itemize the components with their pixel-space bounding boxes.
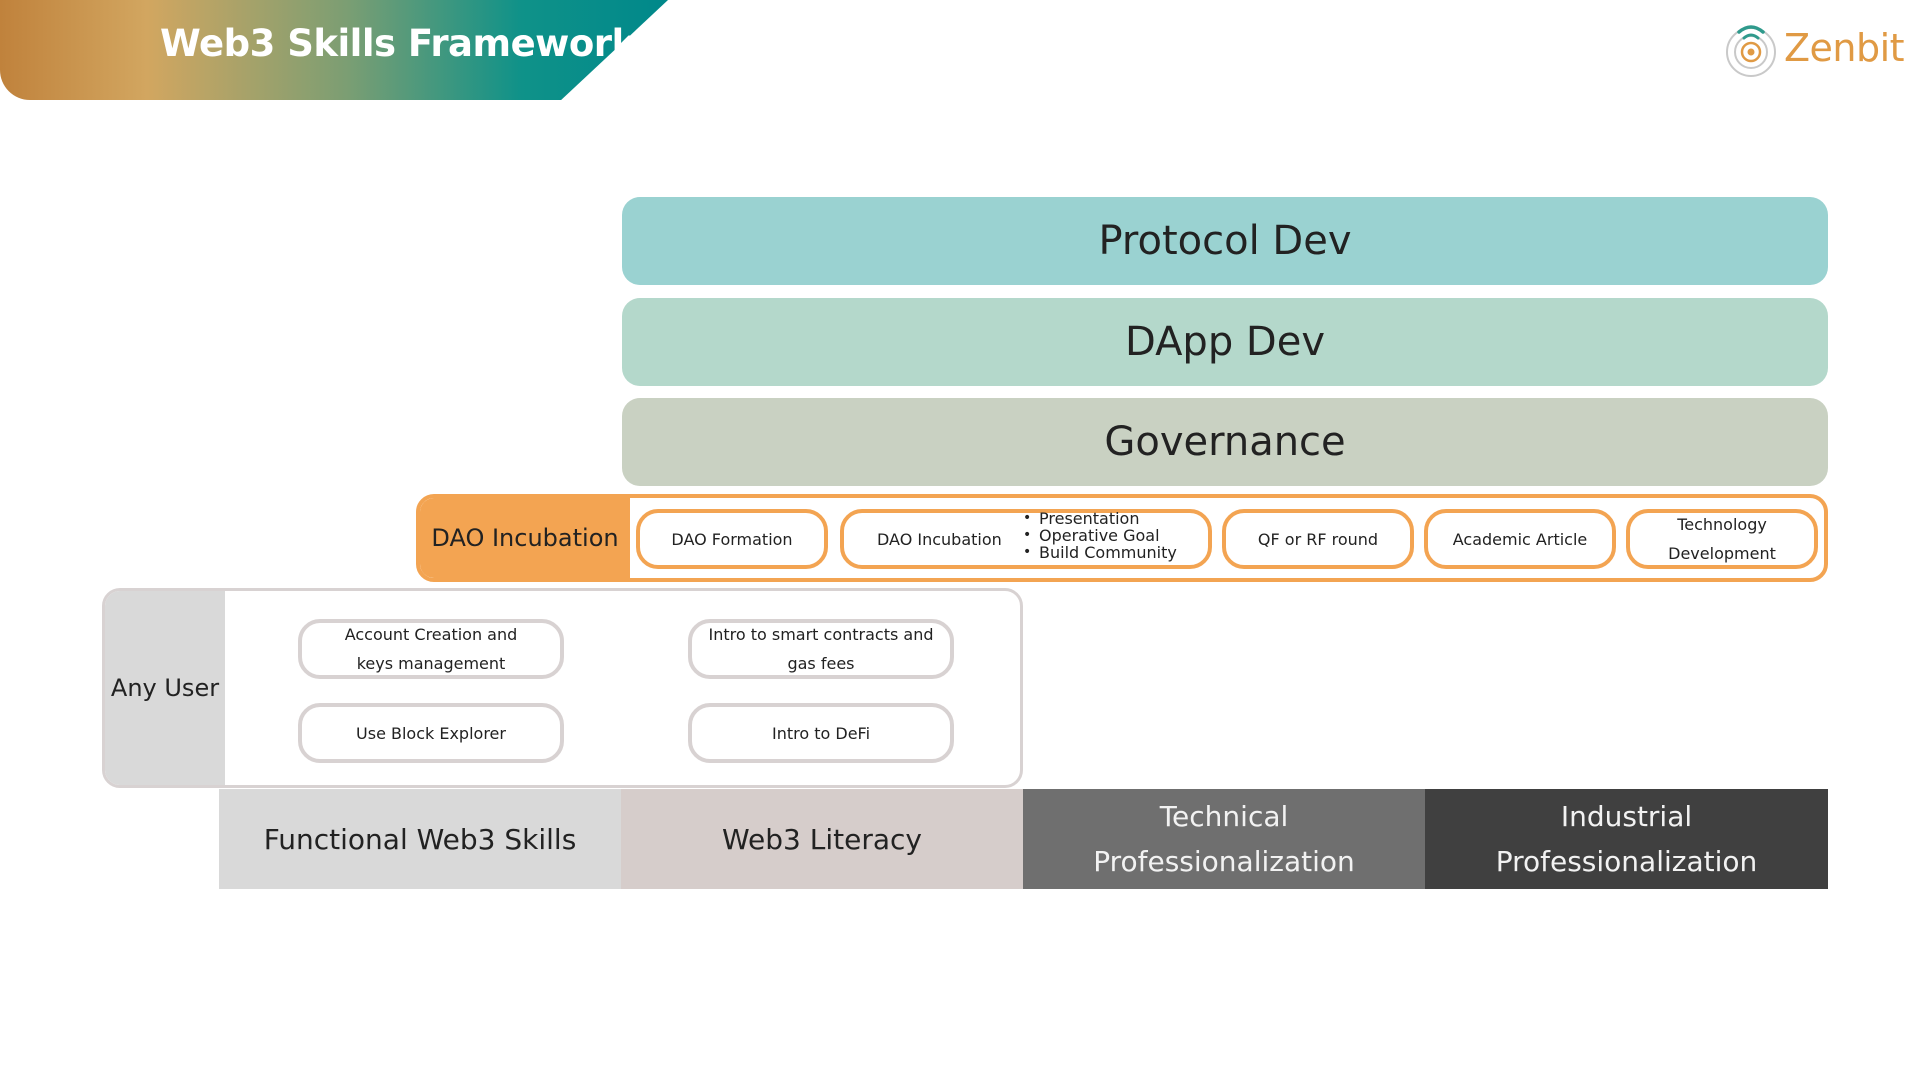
any-user-box: Any User Account Creation and keys manag…	[102, 588, 1023, 788]
zenbit-logo: Zenbit	[1724, 18, 1905, 84]
level-governance-label: Governance	[1104, 419, 1346, 465]
skill-account-creation-line2: keys management	[356, 654, 506, 673]
skill-block-explorer-label: Use Block Explorer	[356, 723, 506, 743]
any-user-label: Any User	[105, 591, 225, 785]
skill-dao-formation-label: DAO Formation	[671, 529, 793, 549]
skill-qf-rf-round: QF or RF round	[1222, 509, 1414, 569]
skill-academic-article: Academic Article	[1424, 509, 1616, 569]
column-industrial-line2: Professionalization	[1495, 845, 1758, 878]
skill-technology-development: Technology Development	[1626, 509, 1818, 569]
skill-account-creation-line1: Account Creation and	[344, 625, 518, 644]
column-literacy-label: Web3 Literacy	[722, 822, 922, 856]
skill-dao-incubation-label: DAO Incubation	[877, 529, 1002, 549]
skill-intro-defi-label: Intro to DeFi	[771, 723, 871, 743]
level-protocol-dev: Protocol Dev	[622, 197, 1828, 285]
column-web3-literacy: Web3 Literacy	[621, 789, 1023, 889]
skill-dao-formation: DAO Formation	[636, 509, 828, 569]
skill-block-explorer: Use Block Explorer	[298, 703, 564, 763]
column-technical-line2: Professionalization	[1093, 845, 1355, 878]
skill-account-creation: Account Creation and keys management	[298, 619, 564, 679]
logo-text: Zenbit	[1784, 26, 1905, 70]
level-dapp-dev-label: DApp Dev	[1124, 319, 1326, 365]
zenbit-logo-icon	[1726, 25, 1776, 77]
skill-intro-smart-contracts-line2: gas fees	[787, 654, 855, 673]
bullet-item: Build Community	[1021, 544, 1177, 561]
skill-intro-smart-contracts: Intro to smart contracts and gas fees	[688, 619, 954, 679]
column-functional-web3-skills: Functional Web3 Skills	[219, 789, 621, 889]
column-technical-line1: Technical	[1159, 800, 1289, 833]
level-dapp-dev: DApp Dev	[622, 298, 1828, 386]
bullet-item: Operative Goal	[1021, 527, 1177, 544]
column-technical-professionalization: Technical Professionalization	[1023, 789, 1425, 889]
column-functional-label: Functional Web3 Skills	[263, 822, 577, 856]
header-banner	[0, 0, 668, 100]
column-industrial-line1: Industrial	[1560, 800, 1693, 833]
skill-technology-development-line1: Technology	[1677, 515, 1767, 534]
level-protocol-dev-label: Protocol Dev	[1098, 218, 1352, 264]
skill-intro-defi: Intro to DeFi	[688, 703, 954, 763]
skill-technology-development-line2: Development	[1668, 544, 1776, 563]
dao-incubation-bullets: Presentation Operative Goal Build Commun…	[1021, 510, 1177, 561]
bullet-item: Presentation	[1021, 510, 1177, 527]
dao-incubation-label: DAO Incubation	[420, 498, 630, 578]
column-industrial-professionalization: Industrial Professionalization	[1425, 789, 1828, 889]
skill-academic-article-label: Academic Article	[1452, 529, 1588, 549]
skill-qf-rf-round-label: QF or RF round	[1257, 529, 1379, 549]
skill-intro-smart-contracts-line1: Intro to smart contracts and	[708, 625, 934, 644]
level-governance: Governance	[622, 398, 1828, 486]
page-title: Web3 Skills Framework	[160, 22, 636, 65]
